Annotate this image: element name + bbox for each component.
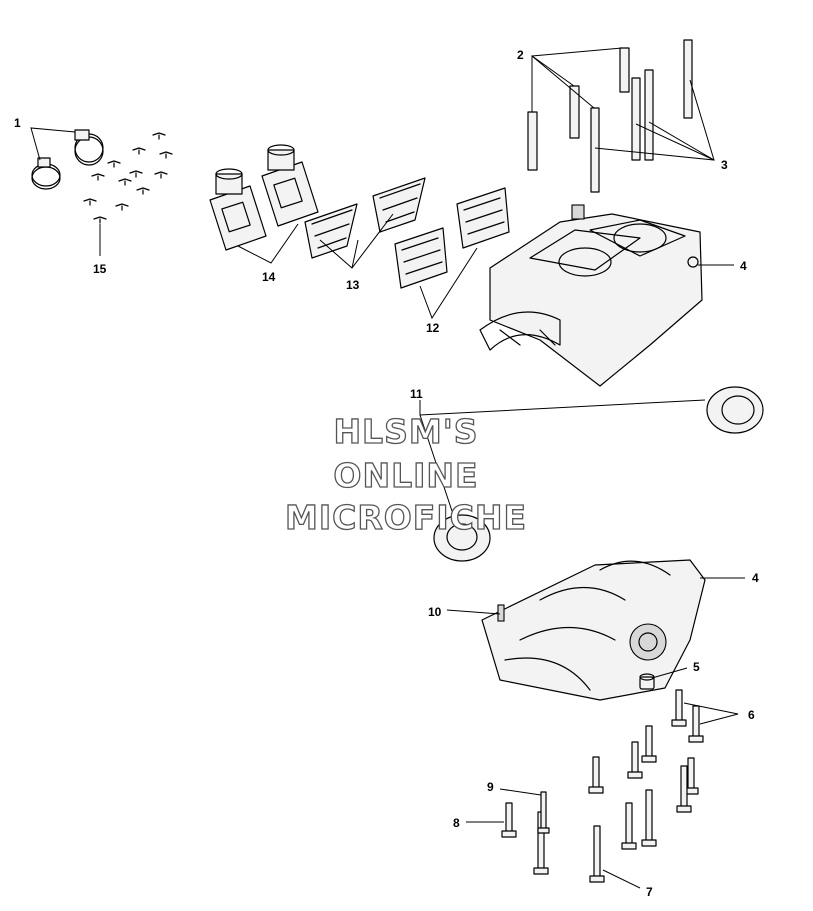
- watermark: HLSM'S ONLINE MICROFICHE: [284, 411, 527, 537]
- leader-9: [499, 788, 542, 796]
- callout-6: 6: [748, 708, 755, 722]
- lower-crankcase-part-4: [481, 559, 706, 701]
- callout-3: 3: [721, 158, 728, 172]
- callout-4a: 4: [740, 259, 747, 273]
- reed-blocks-part-13: [304, 177, 426, 259]
- callout-12: 12: [426, 321, 440, 335]
- callout-14: 14: [262, 270, 276, 284]
- leader-3: [594, 79, 715, 161]
- watermark-line-2: ONLINE: [333, 456, 478, 495]
- reed-cages-part-12: [394, 187, 510, 289]
- callout-15: 15: [93, 262, 107, 276]
- callout-4b: 4: [752, 571, 759, 585]
- callout-7: 7: [646, 885, 653, 899]
- upper-crankcase-part-4: [479, 204, 703, 387]
- callout-1: 1: [14, 116, 21, 130]
- callout-8: 8: [453, 816, 460, 830]
- bolt-part-9: [537, 791, 550, 834]
- bolts-part-7: [533, 725, 699, 883]
- seals-part-11: [433, 386, 764, 562]
- leader-12: [419, 247, 478, 320]
- dowel-pins-part-2: [527, 47, 630, 171]
- leader-2: [531, 55, 575, 112]
- callout-10: 10: [428, 605, 442, 619]
- leader-1: [30, 127, 76, 161]
- callout-2: 2: [517, 48, 524, 62]
- callout-5: 5: [693, 660, 700, 674]
- intake-manifolds-part-14: [209, 144, 319, 251]
- callout-9: 9: [487, 780, 494, 794]
- leader-7: [602, 869, 641, 889]
- bolts-part-6: [671, 689, 704, 743]
- callout-13: 13: [346, 278, 360, 292]
- studs-part-3: [590, 39, 693, 193]
- callout-11: 11: [410, 387, 423, 401]
- leader-14: [237, 223, 299, 264]
- leader-6: [683, 702, 739, 725]
- leader-5: [651, 667, 688, 679]
- watermark-line-3: MICROFICHE: [285, 498, 527, 537]
- watermark-line-1: HLSM'S: [333, 412, 478, 451]
- hose-clamps-part-1: [31, 129, 104, 190]
- leader-10: [446, 609, 501, 615]
- bolt-part-8: [501, 802, 517, 838]
- screws-part-15: [83, 132, 173, 224]
